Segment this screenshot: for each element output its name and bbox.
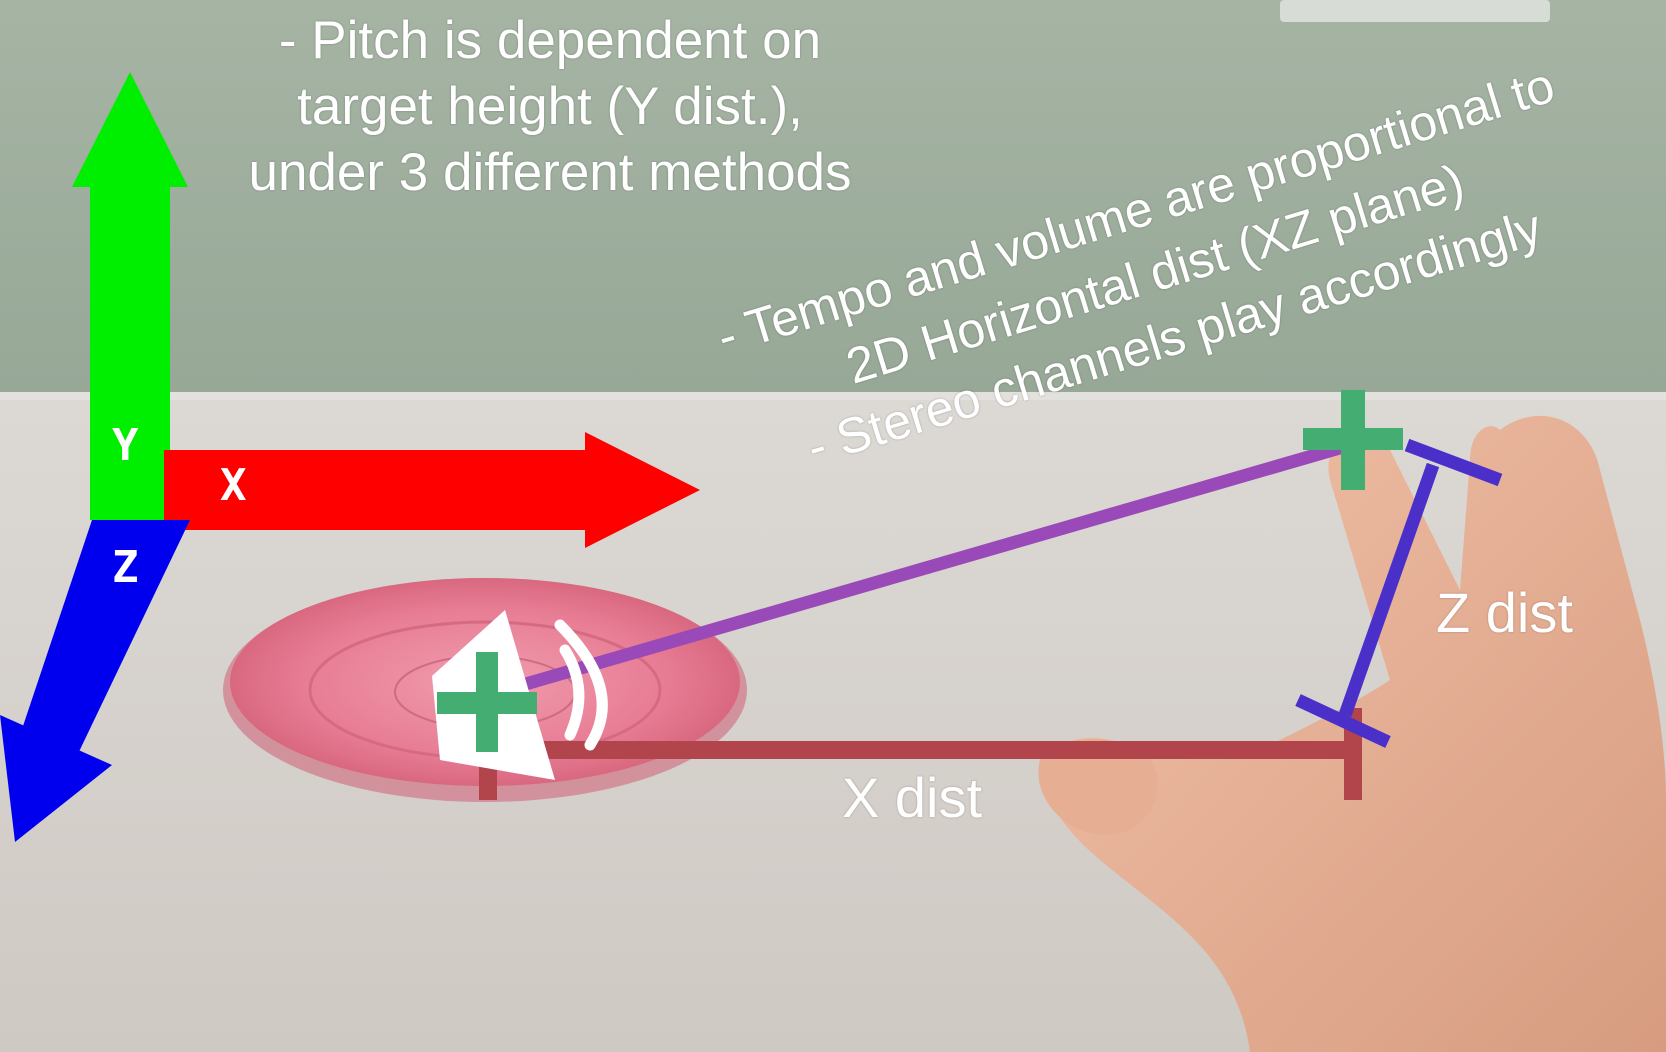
- wall: [0, 0, 1666, 395]
- outlet-cover: [1280, 0, 1550, 22]
- pitch-caption-line: under 3 different methods: [248, 143, 852, 202]
- distance-line: [503, 438, 1352, 697]
- y-axis-label: Y: [112, 420, 139, 471]
- speaker-icon: [432, 610, 608, 780]
- z-distance-label: Z dist: [1436, 581, 1573, 644]
- pitch-caption-line: - Pitch is dependent on: [278, 11, 822, 70]
- table-edge: [0, 392, 1666, 400]
- z-axis-arrow: [0, 520, 190, 842]
- z-axis-label: Z: [112, 542, 139, 593]
- z-distance-bracket: [1295, 438, 1503, 748]
- pitch-caption-line: target height (Y dist.),: [297, 77, 803, 136]
- pitch-caption: - Pitch is dependent on target height (Y…: [200, 8, 900, 206]
- x-distance-label: X dist: [842, 766, 983, 829]
- y-axis-arrow: [72, 72, 188, 520]
- target-cross-icon: [1303, 390, 1403, 490]
- x-axis-label: X: [220, 460, 247, 511]
- x-axis-arrow: [164, 432, 700, 548]
- source-cross-icon: [437, 652, 537, 752]
